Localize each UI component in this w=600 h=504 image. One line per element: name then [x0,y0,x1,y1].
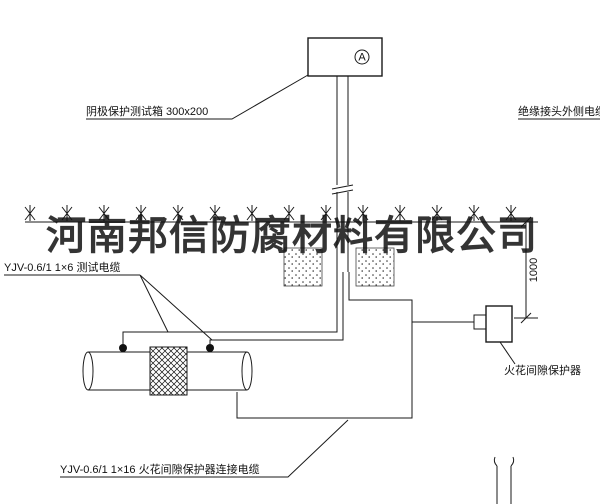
cables [122,272,474,419]
ground-line [24,204,538,223]
test-cable-label: YJV-0.6/1 1×6 测试电缆 [4,261,120,274]
test-box: A [307,37,383,77]
dimension-text: 1000 [528,258,540,282]
dimension-1000: 1000 [510,216,540,324]
pipe [82,344,253,396]
foundation-blocks [283,247,395,287]
spark-gap-protector-label: 火花间隙保护器 [504,363,581,377]
protector-cable-label: YJV-0.6/1 1×16 火花间隙保护器连接电缆 [60,462,260,476]
pipe-riser-symbol [493,456,515,504]
spark-gap-protector [473,305,513,343]
insulated-joint-cable-label: 绝缘接头外侧电缆 [518,104,600,118]
leader-lines [4,74,600,478]
terminal-a-letter: A [358,52,366,64]
labels: 阴极保护测试箱 300x200 绝缘接头外侧电缆 YJV-0.6/1 1×6 测… [4,104,600,476]
watermark-text: 河南邦信防腐材料有限公司 [46,213,538,258]
cable-terminal-left [119,344,127,352]
cable-terminal-right [206,344,214,352]
linework: A [4,37,600,504]
riser-conduit [331,76,354,272]
test-box-label: 阴极保护测试箱 300x200 [86,104,208,118]
